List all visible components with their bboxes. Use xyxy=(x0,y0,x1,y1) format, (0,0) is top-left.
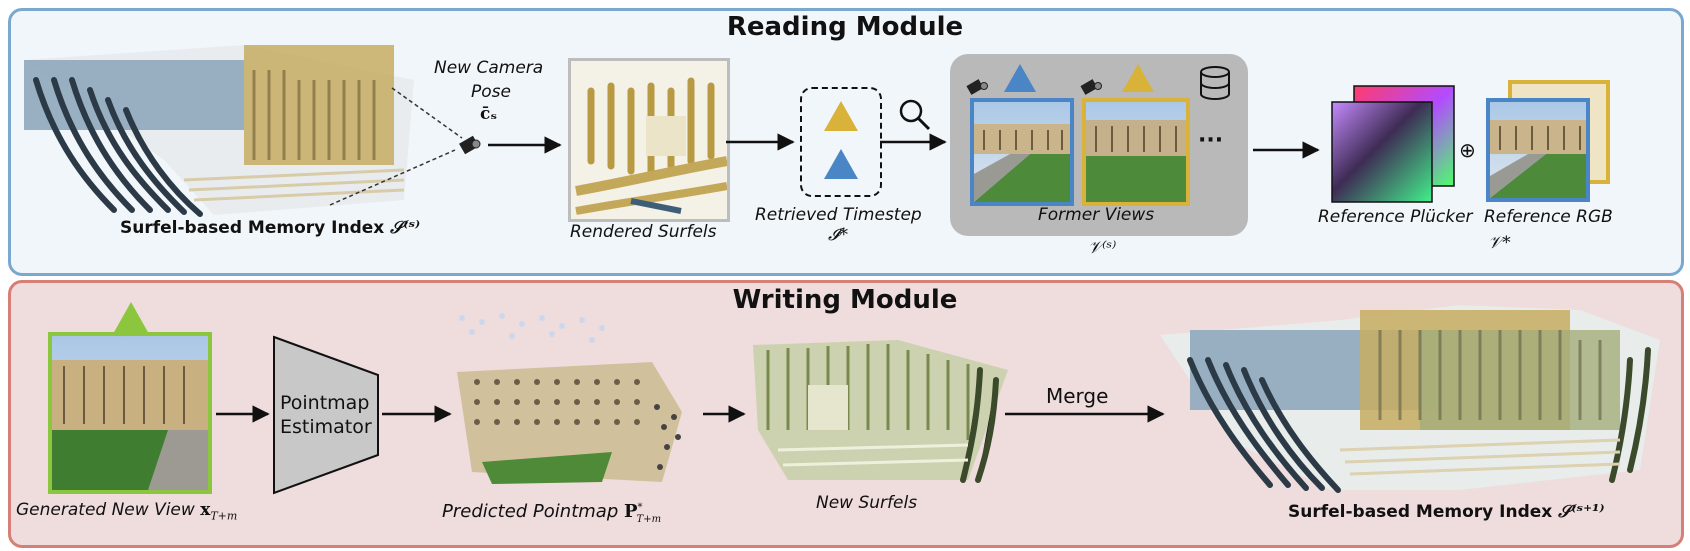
rendered-surfels-image xyxy=(568,58,730,222)
retrieved-timestep-symbol: 𝓘* xyxy=(828,225,848,245)
surfel-memory-index-image xyxy=(24,45,414,217)
new-surfels-image xyxy=(753,340,1008,483)
camera-label-line2: Pose xyxy=(471,82,511,102)
reading-memory-index-label: Surfel-based Memory Index 𝒮⁽ˢ⁾ xyxy=(120,218,421,238)
retrieved-timestep-label: Retrieved Timestep xyxy=(755,205,922,225)
reference-rgb-label: Reference RGB xyxy=(1484,207,1613,227)
new-surfels-label: New Surfels xyxy=(816,493,918,513)
former-views-content xyxy=(966,64,1230,206)
pointmap-estimator-block xyxy=(273,335,379,495)
estimator-label-line2: Estimator xyxy=(280,416,372,438)
generated-new-view-image xyxy=(48,302,212,494)
reading-module-title: Reading Module xyxy=(726,12,964,42)
former-views-label: Former Views xyxy=(1038,205,1155,225)
reference-plucker-image xyxy=(1331,85,1455,203)
merge-label: Merge xyxy=(1046,384,1109,408)
writing-memory-index-label: Surfel-based Memory Index 𝒮⁽ˢ⁺¹⁾ xyxy=(1288,502,1605,522)
former-views-symbol: 𝒱⁽ˢ⁾ xyxy=(1088,238,1117,258)
rendered-surfels-label: Rendered Surfels xyxy=(570,222,717,242)
reference-symbol: 𝒱* xyxy=(1488,233,1511,253)
estimator-label-line1: Pointmap xyxy=(280,392,370,414)
camera-icon xyxy=(459,135,481,155)
predicted-pointmap-image xyxy=(457,313,682,484)
more-views-ellipsis: ··· xyxy=(1198,128,1224,153)
predicted-pointmap-label: Predicted Pointmap P*T+m xyxy=(442,501,662,525)
surfel-memory-index-updated-image xyxy=(1160,305,1660,493)
search-icon xyxy=(899,99,931,131)
writing-module-title: Writing Module xyxy=(732,285,958,315)
camera-pose-symbol: c̄ₛ xyxy=(480,104,498,124)
database-icon xyxy=(1200,66,1230,100)
reference-rgb-image xyxy=(1486,80,1610,202)
reference-plucker-label: Reference Plücker xyxy=(1318,207,1473,227)
camera-label-line1: New Camera xyxy=(434,58,544,78)
generated-new-view-label: Generated New View xT+m xyxy=(16,500,238,523)
oplus-symbol: ⊕ xyxy=(1459,138,1476,162)
